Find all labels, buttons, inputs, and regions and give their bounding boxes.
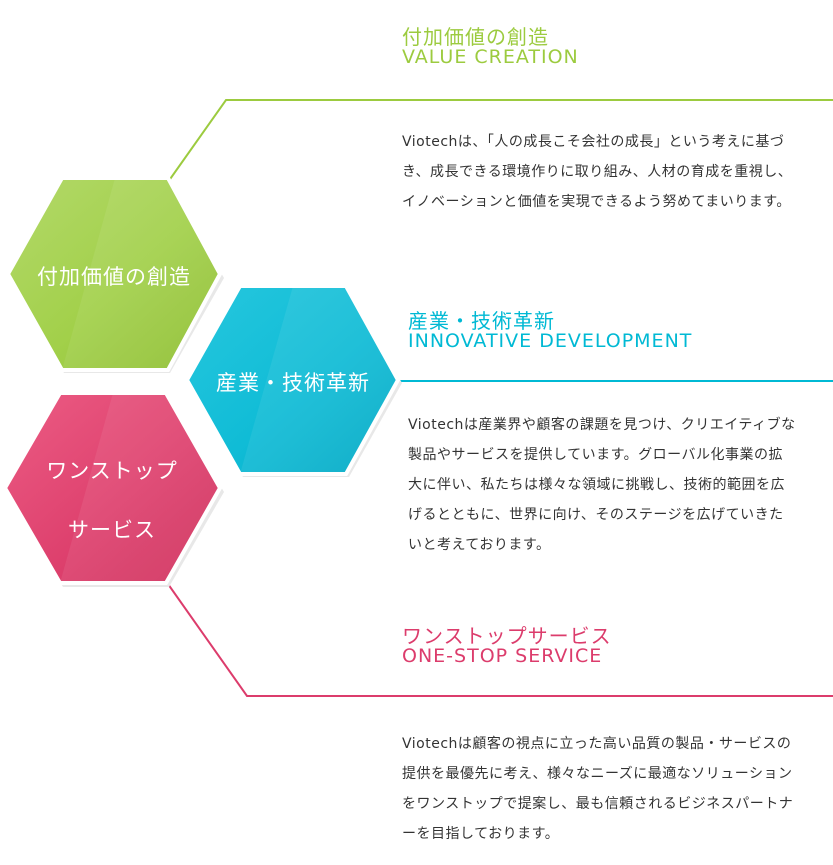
onestop-hexagon-highlight <box>60 393 220 583</box>
onestop-section-body: Viotechは顧客の視点に立った高い品質の製品・サービスの 提供を最優先に考え… <box>402 729 833 849</box>
innovation-body-line: 大に伴い、私たちは様々な領域に挑戦し、技術的範囲を広 <box>408 477 785 493</box>
onestop-body-line: 提供を最優先に考え、様々なニーズに最適なソリューション <box>402 766 793 782</box>
onestop-section-title-ja: ワンストップサービス <box>402 624 612 648</box>
innovation-body-line: 製品やサービスを提供しています。グローバル化事業の拡 <box>408 447 784 463</box>
onestop-section-title-en: ONE-STOP SERVICE <box>402 645 603 667</box>
innovation-section-title-ja: 産業・技術革新 <box>408 309 555 333</box>
value-hexagon-label: 付加価値の創造 <box>37 265 191 289</box>
value-body-line: き、成長できる環境作りに取り組み、人材の育成を重視し、 <box>402 164 793 180</box>
onestop-connector-line <box>167 583 833 697</box>
value-body-line: Viotechは、「人の成長こそ会社の成長」という考えに基づ <box>402 134 785 150</box>
value-hexagon-highlight <box>62 178 220 370</box>
innovation-hexagon-label: 産業・技術革新 <box>216 371 370 395</box>
value-section-body: Viotechは、「人の成長こそ会社の成長」という考えに基づ き、成長できる環境… <box>402 127 833 217</box>
value-section-title-ja: 付加価値の創造 <box>402 25 549 49</box>
innovation-body-line: Viotechは産業界や顧客の課題を見つけ、クリエイティブな <box>408 417 796 433</box>
onestop-body-line: Viotechは顧客の視点に立った高い品質の製品・サービスの <box>402 736 792 752</box>
innovation-hexagon <box>184 284 401 476</box>
onestop-hexagon-label-line1: ワンストップ <box>46 459 178 483</box>
onestop-hexagon-label-line2: サービス <box>68 518 156 542</box>
onestop-body-line: をワンストップで提案し、最も信頼されるビジネスパートナ <box>402 796 794 812</box>
value-section-title-en: VALUE CREATION <box>402 46 579 68</box>
innovation-body-line: げるとともに、世界に向け、そのステージを広げていきた <box>408 507 784 523</box>
value-body-line: イノベーションと価値を実現できるよう努めてまいります。 <box>402 194 791 210</box>
innovation-hexagon-highlight <box>240 286 398 474</box>
value-connector-line <box>167 99 833 183</box>
onestop-hexagon <box>2 391 223 585</box>
value-hexagon <box>5 176 223 372</box>
onestop-body-line: ーを目指しております。 <box>402 826 560 842</box>
innovation-section-title-en: INNOVATIVE DEVELOPMENT <box>408 330 693 352</box>
innovation-section-body: Viotechは産業界や顧客の課題を見つけ、クリエイティブな 製品やサービスを提… <box>408 410 833 560</box>
innovation-body-line: いと考えております。 <box>408 537 551 553</box>
